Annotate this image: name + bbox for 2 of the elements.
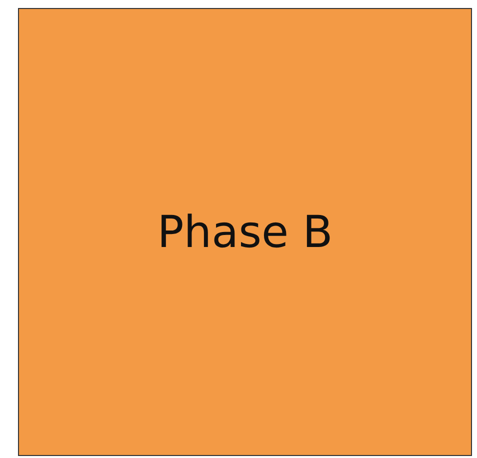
process-box [18,8,472,456]
box-label: Phase B [157,206,333,258]
